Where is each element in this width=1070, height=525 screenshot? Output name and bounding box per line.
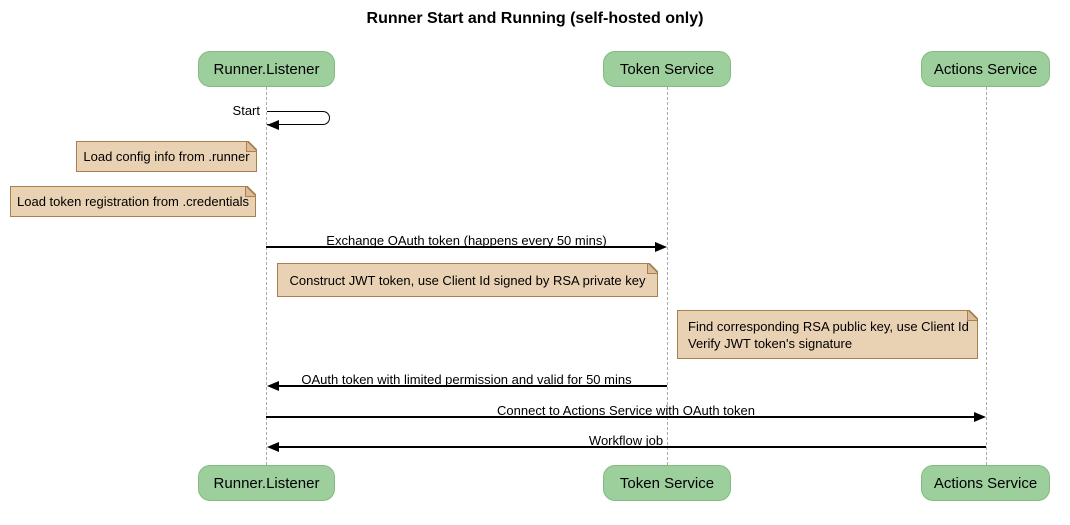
message-exchange-oauth-arrowhead-icon [655,242,667,252]
message-workflow-job-arrowhead-icon [267,442,279,452]
message-connect-actions-label: Connect to Actions Service with OAuth to… [497,403,755,418]
actor-token-service-bottom-label: Token Service [619,474,715,492]
note-fold-icon [967,310,978,321]
message-connect-actions-arrowhead-icon [974,412,986,422]
lifeline-actions-service [986,87,987,465]
actor-runner-listener-top: Runner.Listener [198,51,335,87]
actor-actions-service-top-label: Actions Service [933,60,1038,78]
message-exchange-oauth-label: Exchange OAuth token (happens every 50 m… [326,233,607,248]
self-message-start-label: Start [232,103,260,118]
self-message-arrowhead-icon [267,120,279,130]
actor-token-service-top-label: Token Service [619,60,715,78]
message-exchange-oauth-line [266,246,656,248]
actor-actions-service-bottom-label: Actions Service [933,474,1038,492]
note-fold-icon [245,186,256,197]
actor-token-service-top: Token Service [603,51,731,87]
message-workflow-job-label: Workflow job [588,433,664,448]
note-load-config: Load config info from .runner [76,141,257,172]
diagram-title: Runner Start and Running (self-hosted on… [366,10,704,27]
message-oauth-token-return-label: OAuth token with limited permission and … [301,372,632,387]
note-load-config-text: Load config info from .runner [83,149,250,164]
message-oauth-token-return-arrowhead-icon [267,381,279,391]
message-oauth-token-return-line [277,385,667,387]
self-message-loop [267,111,330,125]
note-fold-icon [647,263,658,274]
actor-actions-service-bottom: Actions Service [921,465,1050,501]
lifeline-token-service [667,87,668,465]
actor-runner-listener-bottom-label: Runner.Listener [213,474,320,492]
note-load-token-registration-text: Load token registration from .credential… [17,194,249,209]
actor-actions-service-top: Actions Service [921,51,1050,87]
note-load-token-registration: Load token registration from .credential… [10,186,256,217]
message-workflow-job-line [278,446,986,448]
note-verify-jwt-line2: Verify JWT token's signature [688,336,853,351]
lifeline-runner-listener [266,87,267,465]
note-construct-jwt-text: Construct JWT token, use Client Id signe… [289,272,646,288]
actor-runner-listener-bottom: Runner.Listener [198,465,335,501]
note-verify-jwt: Find corresponding RSA public key, use C… [677,310,978,359]
note-verify-jwt-line1: Find corresponding RSA public key, use C… [688,319,969,334]
note-fold-icon [246,141,257,152]
note-construct-jwt: Construct JWT token, use Client Id signe… [277,263,658,297]
message-connect-actions-line [266,416,974,418]
actor-token-service-bottom: Token Service [603,465,731,501]
actor-runner-listener-top-label: Runner.Listener [213,60,320,78]
